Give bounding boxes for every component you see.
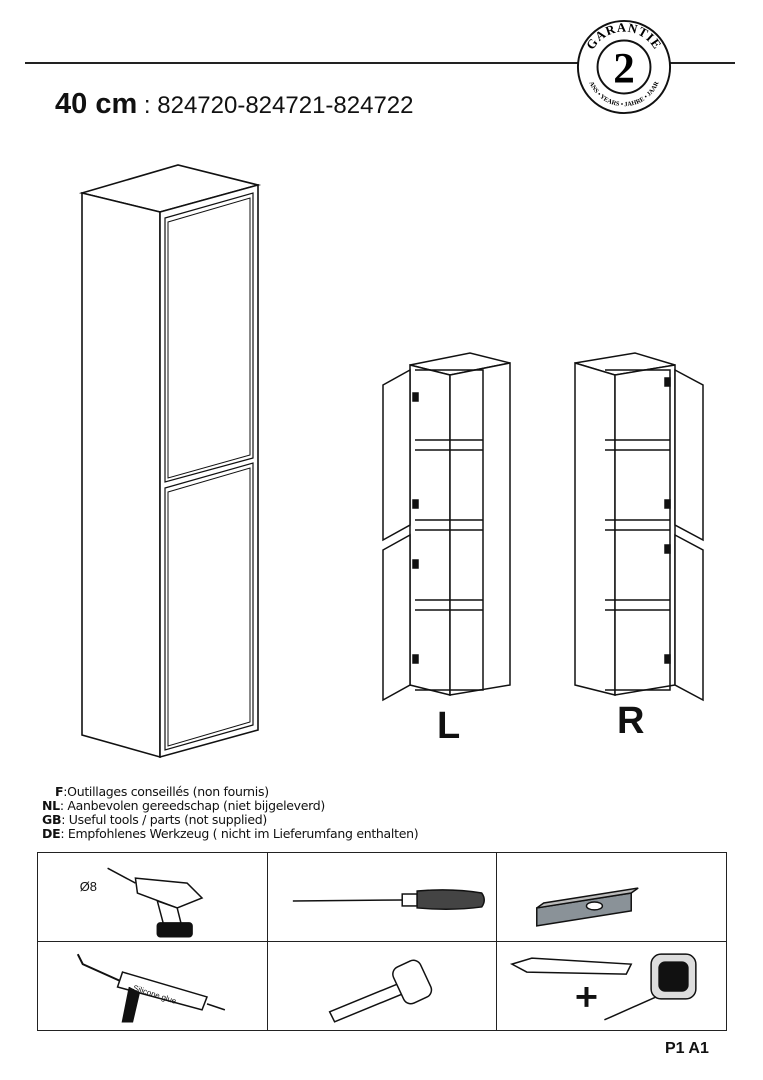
separator: : bbox=[137, 92, 158, 119]
tool-mallet bbox=[266, 941, 498, 1031]
tools-info-gb: GB: Useful tools / parts (not supplied) bbox=[42, 812, 267, 827]
width-label: 40 cm bbox=[55, 88, 138, 120]
tool-screwdriver bbox=[266, 852, 498, 942]
silicone-gun-icon: Silicone glue bbox=[76, 953, 226, 1023]
tools-info-fr: F:Outillages conseillés (non fournis) bbox=[55, 784, 269, 799]
reference-numbers: 824720-824721-824722 bbox=[157, 92, 414, 119]
tools-table: Ø8 Silicone glue bbox=[37, 852, 727, 1031]
svg-text:2: 2 bbox=[613, 46, 635, 93]
tools-info-text: F:Outillages conseillés (non fournis) NL… bbox=[42, 784, 419, 841]
tool-silicone-gun: Silicone glue bbox=[37, 941, 268, 1031]
warranty-seal: GARANTIE ANS • YEARS • JAHRE • JAAR 2 bbox=[576, 19, 672, 115]
cabinet-closed-drawing bbox=[78, 164, 262, 759]
screwdriver-icon bbox=[292, 889, 485, 910]
drill-icon: Ø8 bbox=[80, 867, 204, 938]
tool-drill: Ø8 bbox=[37, 852, 268, 942]
left-variant-label: L bbox=[437, 705, 461, 747]
tools-info-nl: NL: Aanbevolen gereedschap (niet bijgele… bbox=[42, 798, 325, 813]
tools-info-de: DE: Empfohlenes Werkzeug ( nicht im Lief… bbox=[42, 826, 419, 841]
svg-text:Ø8: Ø8 bbox=[80, 879, 97, 894]
right-variant-label: R bbox=[617, 700, 645, 742]
header-rule bbox=[25, 62, 735, 64]
mallet-icon bbox=[328, 959, 432, 1023]
tool-pencil-and-tape bbox=[496, 941, 727, 1031]
spirit-level-icon bbox=[536, 887, 639, 927]
tool-spirit-level bbox=[496, 852, 727, 942]
cabinet-right-hinged-drawing bbox=[574, 352, 704, 702]
cabinet-left-hinged-drawing bbox=[382, 352, 511, 702]
pencil-tape-measure-icon bbox=[510, 953, 697, 1021]
page-title: 40 cm : 824720-824721-824722 bbox=[55, 88, 414, 121]
page-code: P1 A1 bbox=[665, 1040, 709, 1057]
